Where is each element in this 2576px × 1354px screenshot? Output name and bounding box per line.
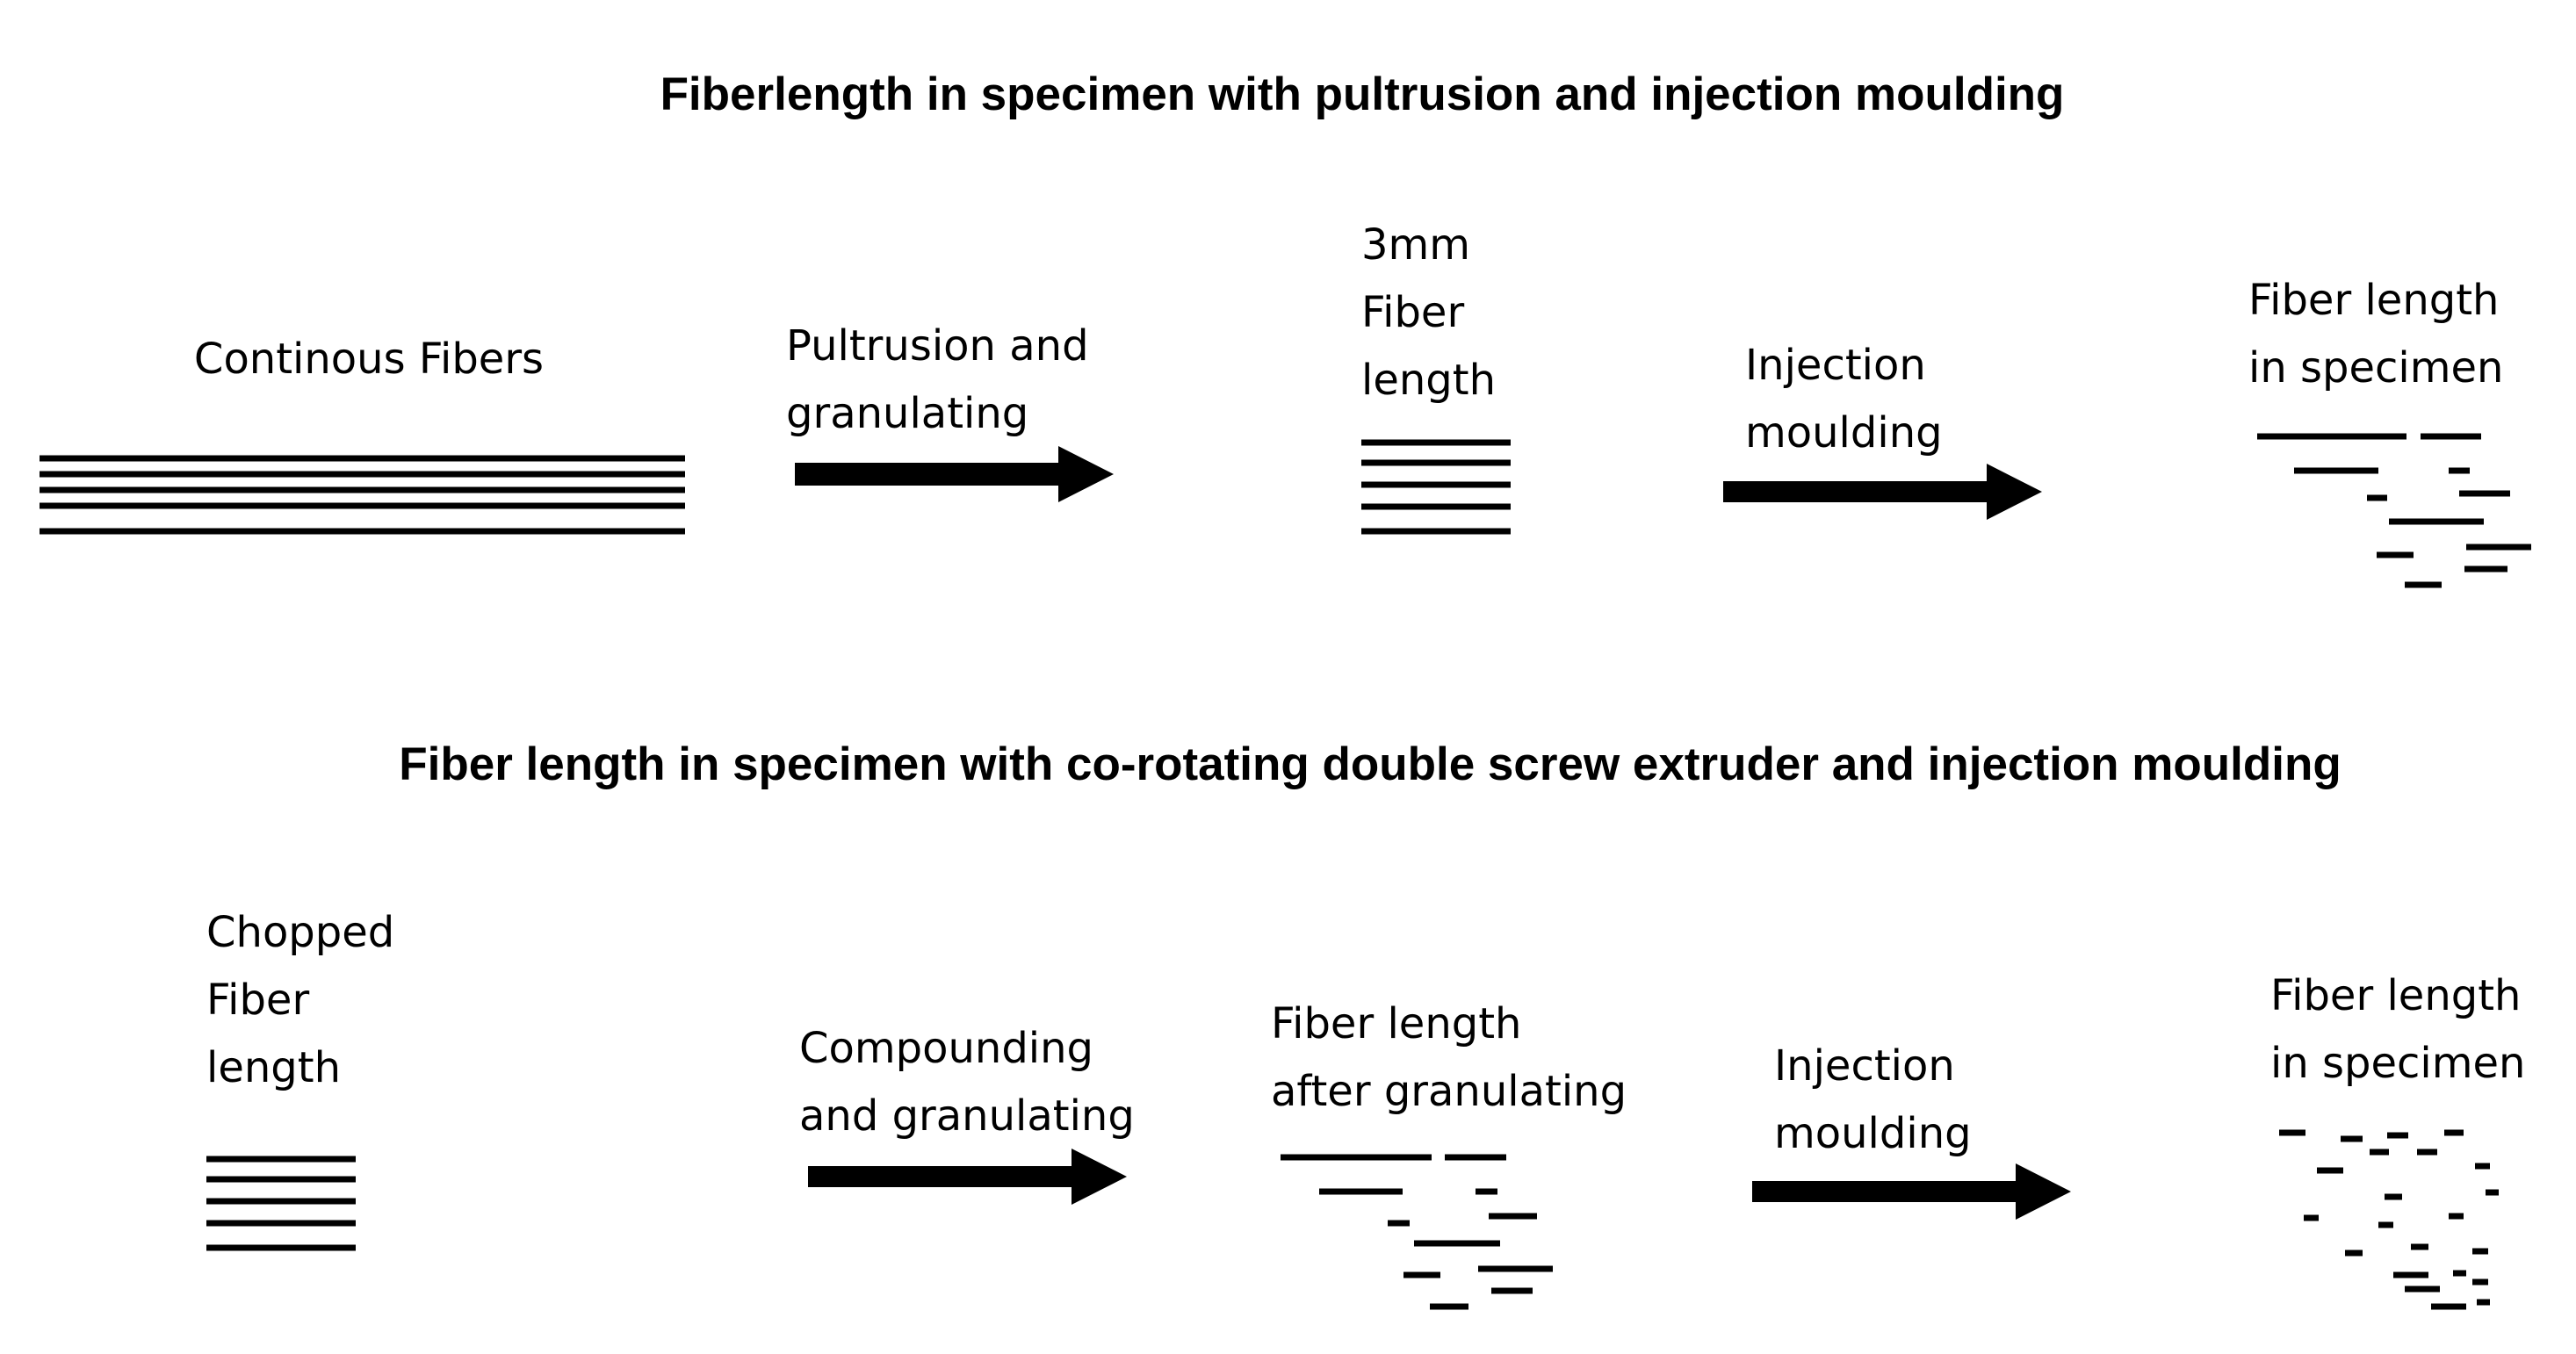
section1-title: Fiberlength in specimen with pultrusion … [660,68,2065,120]
section1-step2-arrow-icon [1723,464,2042,520]
section1-step2-label: Injection moulding [1745,341,1943,457]
section2-start-label: Chopped Fiber length [206,908,408,1092]
continuous-fibers-icon [40,455,685,535]
section1-intermediate-label: 3mm Fiber length [1361,220,1496,405]
section2-step1-arrow-icon [808,1149,1127,1205]
section2-intermediate-label: Fiber length after granulating [1271,999,1627,1116]
section1-step1-label: Pultrusion and granulating [786,321,1102,438]
section2-step2-label: Injection moulding [1774,1041,1972,1158]
specimen-fibers-2-icon [2279,1129,2499,1310]
short-fibers-3mm-icon [1361,439,1511,535]
section2-step1-label: Compounding and granulating [799,1024,1135,1141]
section2-end-label: Fiber length in specimen [2270,971,2535,1088]
specimen-fibers-1-icon [2257,433,2531,588]
section1-end-label: Fiber length in specimen [2248,276,2513,393]
section2-step2-arrow-icon [1752,1163,2071,1220]
section2-title: Fiber length in specimen with co-rotatin… [399,738,2341,790]
section1-step1-arrow-icon [795,446,1114,502]
section1-start-label: Continous Fibers [194,335,544,384]
chopped-fibers-icon [206,1156,356,1251]
granulated-fibers-icon [1281,1154,1553,1310]
